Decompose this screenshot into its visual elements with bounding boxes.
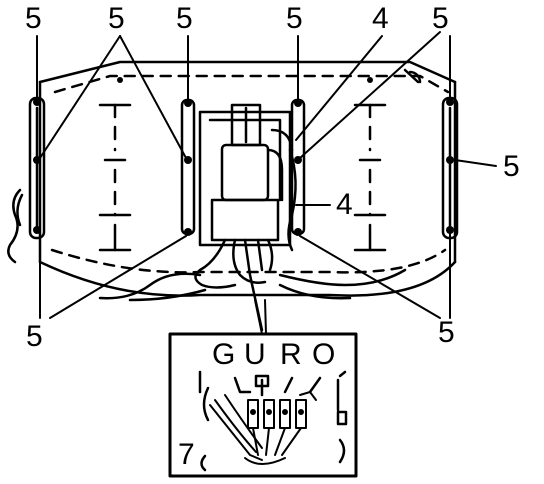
- callout-top-4: 5: [286, 2, 303, 35]
- inner-left-strip: [180, 98, 196, 236]
- callout-top-2: 5: [108, 2, 125, 35]
- callout-top-1: 5: [25, 2, 42, 35]
- motor-housing: [198, 103, 297, 252]
- callout-7: 7: [178, 438, 195, 471]
- callout-right-4: 4: [336, 188, 353, 221]
- callout-top-6: 5: [432, 2, 449, 35]
- detail-zoom-lines: [254, 299, 267, 335]
- mount-points: [33, 77, 454, 236]
- connector-letter-g: G: [212, 338, 236, 371]
- left-channel: [98, 103, 132, 252]
- connector-detail-box: [168, 332, 358, 478]
- callout-top-5: 4: [372, 2, 389, 35]
- right-channel: [353, 103, 387, 252]
- callout-leaders: [36, 31, 497, 319]
- callout-bottom-left-5: 5: [26, 320, 43, 353]
- callout-right-5: 5: [503, 150, 520, 183]
- connector-letter-o: O: [312, 338, 336, 371]
- wire-harness: [7, 188, 407, 332]
- connector-letter-u: U: [244, 338, 266, 371]
- callout-bottom-right-5: 5: [438, 316, 455, 349]
- chassis-frame: [38, 60, 457, 297]
- connector-letter-r: R: [280, 338, 302, 371]
- left-strip-lamp: [28, 96, 46, 240]
- callout-top-3: 5: [176, 2, 193, 35]
